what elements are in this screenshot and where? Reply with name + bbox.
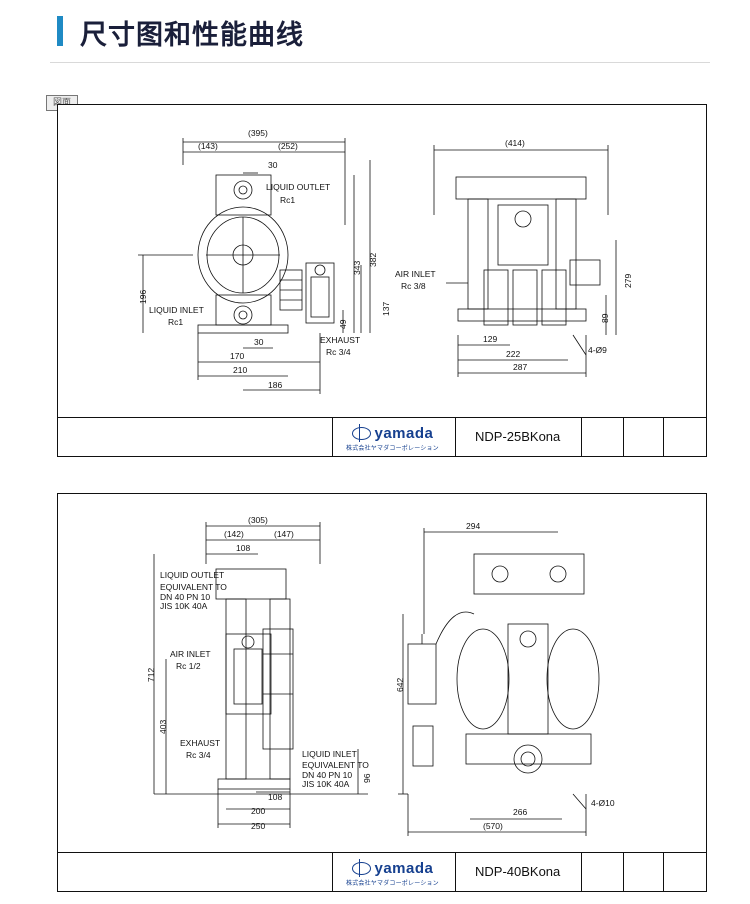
label-liquid-inlet-port: Rc1 (168, 317, 183, 327)
dim-343: 343 (352, 261, 362, 275)
dim-196: 196 (138, 290, 148, 304)
dim-570: (570) (483, 821, 503, 831)
dim-250: 250 (251, 821, 265, 831)
dim-30-bottom: 30 (254, 337, 264, 347)
label-dn-in: DN 40 PN 10 (302, 770, 352, 780)
label-dn-out: DN 40 PN 10 (160, 592, 210, 602)
label-holes: 4-Ø10 (591, 798, 615, 808)
dim-170: 170 (230, 351, 244, 361)
diaphragm-right (546, 628, 600, 730)
side-bottom-manifold (465, 733, 592, 765)
title-block: yamada 株式会社ヤマダコーポレーション NDP-40BKona (58, 852, 706, 891)
dim-403: 403 (158, 720, 168, 734)
dim-642: 642 (395, 678, 405, 692)
dim-395: (395) (248, 128, 268, 138)
model-number: NDP-40BKona (475, 864, 561, 879)
technical-drawing-ndp-25: LIQUID OUTLET Rc1 LIQUID INLET Rc1 EXHAU… (138, 128, 633, 394)
dim-108-top: 108 (236, 543, 250, 553)
label-liquid-outlet: LIQUID OUTLET (266, 182, 330, 192)
dim-108-bottom: 108 (268, 792, 282, 802)
dim-143: (143) (198, 141, 218, 151)
base-plate (197, 324, 289, 334)
dim-200: 200 (251, 806, 265, 816)
pump-top-manifold (215, 174, 272, 216)
label-equiv-out: EQUIVALENT TO (160, 582, 227, 592)
dim-712: 712 (146, 668, 156, 682)
dim-129: 129 (483, 334, 497, 344)
outlet-port (233, 180, 253, 200)
label-exhaust-port: Rc 3/4 (326, 347, 351, 357)
dim-287: 287 (513, 362, 527, 372)
dim-89: 89 (600, 313, 610, 323)
label-liquid-inlet: LIQUID INLET (149, 305, 204, 315)
label-exhaust-port: Rc 3/4 (186, 750, 211, 760)
dim-294: 294 (466, 521, 480, 531)
technical-drawing-ndp-40: LIQUID OUTLET EQUIVALENT TO DN 40 PN 10 … (146, 515, 615, 836)
page-title: 尺寸图和性能曲线 (80, 20, 304, 51)
label-air-inlet-port: Rc 3/8 (401, 281, 426, 291)
pump-base (217, 778, 291, 790)
yamada-logo-icon (351, 424, 371, 442)
label-jis-out: JIS 10K 40A (160, 601, 208, 611)
dim-30-top: 30 (268, 160, 278, 170)
title-divider (50, 62, 710, 63)
label-liquid-inlet: LIQUID INLET (302, 749, 357, 759)
inlet-port (233, 305, 253, 325)
diaphragm-chamber (197, 206, 289, 304)
dim-305: (305) (248, 515, 268, 525)
diaphragm-left (456, 628, 510, 730)
dim-147: (147) (274, 529, 294, 539)
dim-266: 266 (513, 807, 527, 817)
label-jis-in: JIS 10K 40A (302, 779, 350, 789)
dim-186: 186 (268, 380, 282, 390)
air-regulator (305, 262, 335, 324)
label-holes: 4-Ø9 (588, 345, 607, 355)
drawing-sheet-ndp-40: LIQUID OUTLET EQUIVALENT TO DN 40 PN 10 … (57, 493, 707, 892)
yamada-logo: yamada 株式会社ヤマダコーポレーション (346, 859, 439, 887)
dim-49: 49 (338, 319, 348, 329)
label-air-inlet: AIR INLET (395, 269, 436, 279)
pump-top-flange (215, 568, 287, 600)
label-exhaust: EXHAUST (180, 738, 220, 748)
label-exhaust: EXHAUST (320, 335, 360, 345)
side-top-manifold (455, 176, 587, 200)
drawing-sheet-ndp-25: LIQUID OUTLET Rc1 LIQUID INLET Rc1 EXHAU… (57, 104, 707, 457)
pump-bottom-manifold (215, 294, 272, 326)
yamada-logo: yamada 株式会社ヤマダコーポレーション (346, 424, 439, 452)
yamada-logo-icon (351, 859, 371, 877)
inlet-flange (513, 744, 543, 774)
title-block: yamada 株式会社ヤマダコーポレーション NDP-25BKona (58, 417, 706, 456)
dim-137: 137 (381, 302, 391, 316)
dim-252: (252) (278, 141, 298, 151)
side-top-manifold (473, 553, 585, 595)
dim-382: 382 (368, 253, 378, 267)
label-liquid-outlet: LIQUID OUTLET (160, 570, 224, 580)
dim-222: 222 (506, 349, 520, 359)
label-air-inlet: AIR INLET (170, 649, 211, 659)
label-liquid-outlet-port: Rc1 (280, 195, 295, 205)
air-regulator (225, 633, 272, 715)
dim-210: 210 (233, 365, 247, 375)
model-number: NDP-25BKona (475, 429, 561, 444)
side-center-block (497, 204, 549, 266)
side-base (457, 308, 587, 322)
dim-142: (142) (224, 529, 244, 539)
title-accent-bar (57, 16, 63, 46)
label-air-inlet-port: Rc 1/2 (176, 661, 201, 671)
label-equiv-in: EQUIVALENT TO (302, 760, 369, 770)
dim-414: (414) (505, 138, 525, 148)
dim-96: 96 (362, 773, 372, 783)
dim-279: 279 (623, 274, 633, 288)
